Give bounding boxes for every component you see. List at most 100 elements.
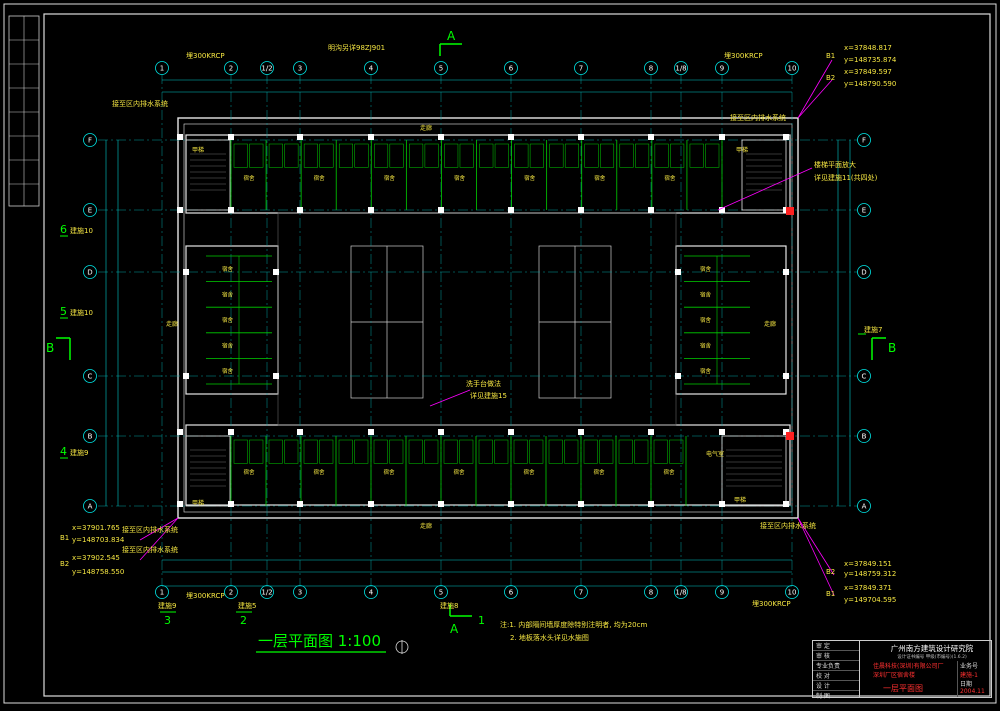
svg-text:1/8: 1/8 <box>675 589 686 597</box>
axis-bubble: 1 <box>155 585 169 599</box>
svg-text:埋300KRCP: 埋300KRCP <box>186 51 225 60</box>
room-label: 宿舍 <box>222 342 234 350</box>
room-label: 宿舍 <box>384 174 396 182</box>
svg-text:接至区内排水系统: 接至区内排水系统 <box>760 521 816 530</box>
column <box>228 501 234 507</box>
axis-bubble: 1/8 <box>674 61 688 75</box>
axis-bubble: 5 <box>434 61 448 75</box>
bathroom <box>479 143 494 168</box>
svg-text:B1: B1 <box>826 52 835 60</box>
column <box>578 429 584 435</box>
room-label: 甲梯 <box>736 146 748 154</box>
svg-text:3: 3 <box>298 589 302 597</box>
bathroom <box>584 143 599 168</box>
axis-bubble: C <box>83 369 97 383</box>
room-label: 宿舍 <box>700 290 712 298</box>
room-label: 宿舍 <box>664 468 676 476</box>
svg-text:注:1. 内部隔间墙厚度除特别注明者, 均为20cm: 注:1. 内部隔间墙厚度除特别注明者, 均为20cm <box>500 620 647 629</box>
svg-text:x=37849.597: x=37849.597 <box>844 68 892 76</box>
axis-bubble: 7 <box>574 61 588 75</box>
stair <box>185 435 231 507</box>
bathroom <box>389 143 404 168</box>
room-label: 宿舍 <box>524 174 536 182</box>
bathroom <box>548 439 563 464</box>
column <box>578 134 584 140</box>
svg-text:D: D <box>87 269 92 277</box>
column <box>177 429 183 435</box>
axis-bubble: D <box>83 265 97 279</box>
callouts: 埋300KRCP 埋300KRCP 埋300KRCP 埋300KRCP 明沟另详… <box>112 43 878 608</box>
structural-columns <box>177 134 789 507</box>
column <box>438 429 444 435</box>
courtyard-courts <box>350 245 612 399</box>
room-label: 宿舍 <box>244 468 256 476</box>
bathroom <box>670 143 685 168</box>
bathroom <box>494 439 509 464</box>
bathroom <box>618 439 633 464</box>
binding-strip <box>8 15 40 207</box>
svg-text:建施9: 建施9 <box>158 601 176 610</box>
room-label: 宿舍 <box>700 367 712 375</box>
room-label: 宿舍 <box>700 342 712 350</box>
column <box>578 207 584 213</box>
bathroom <box>319 143 334 168</box>
bathroom <box>513 439 528 464</box>
column <box>297 134 303 140</box>
section-mark-a-bottom: A <box>449 604 472 636</box>
column <box>368 429 374 435</box>
column <box>177 207 183 213</box>
axis-bubble: 6 <box>504 585 518 599</box>
bathroom <box>374 143 389 168</box>
column <box>508 429 514 435</box>
column <box>719 134 725 140</box>
svg-text:B: B <box>862 433 867 441</box>
axis-bubble: 4 <box>364 61 378 75</box>
axis-bubble: F <box>857 133 871 147</box>
bathroom <box>529 439 544 464</box>
svg-text:C: C <box>88 373 93 381</box>
svg-text:8: 8 <box>649 65 653 73</box>
bathroom <box>303 143 318 168</box>
axis-bubble: A <box>857 499 871 513</box>
svg-text:B1: B1 <box>60 534 69 542</box>
column <box>438 501 444 507</box>
bathroom <box>669 439 684 464</box>
svg-text:2: 2 <box>229 589 233 597</box>
svg-text:10: 10 <box>788 589 797 597</box>
tb-project: 佳晨科技(深圳)有限公司厂 <box>873 663 944 670</box>
axis-bubble: C <box>857 369 871 383</box>
section-mark-b-left: B <box>46 337 71 360</box>
drawing-title: 一层平面图 1:100 <box>256 632 409 654</box>
red-marker <box>786 432 794 440</box>
svg-text:B2: B2 <box>826 74 835 82</box>
room-labels: 宿舍宿舍宿舍宿舍宿舍宿舍宿舍宿舍宿舍宿舍宿舍宿舍宿舍宿舍宿舍宿舍宿舍宿舍宿舍宿舍… <box>166 124 776 530</box>
drawing-notes: 注:1. 内部隔间墙厚度除特别注明者, 均为20cm 2. 地板落水头详见水施图 <box>500 620 647 642</box>
axis-bubble: 10 <box>785 61 799 75</box>
room-label: 甲梯 <box>192 499 204 507</box>
axis-bubble: 8 <box>644 585 658 599</box>
svg-text:x=37902.545: x=37902.545 <box>72 554 120 562</box>
svg-text:8: 8 <box>649 589 653 597</box>
svg-text:A: A <box>450 622 459 636</box>
axis-bubble: 2 <box>224 585 238 599</box>
bathroom <box>373 439 388 464</box>
svg-text:C: C <box>862 373 867 381</box>
bathroom <box>583 439 598 464</box>
stair <box>185 139 231 211</box>
bathroom <box>409 143 424 168</box>
bathroom <box>319 439 334 464</box>
tb-label: 业务号 <box>960 663 979 670</box>
bathroom <box>408 439 423 464</box>
svg-text:埋300KRCP: 埋300KRCP <box>186 591 225 600</box>
bathroom <box>599 439 614 464</box>
axis-bubble: 5 <box>434 585 448 599</box>
room-label: 宿舍 <box>314 174 326 182</box>
tb-row: 制 图 <box>816 693 830 700</box>
svg-text:6: 6 <box>509 65 514 73</box>
tb-sheet-title: 一层平面图 <box>883 684 923 693</box>
svg-text:建施10: 建施10 <box>70 308 93 317</box>
svg-text:一层平面图 1:100: 一层平面图 1:100 <box>258 632 381 650</box>
column <box>368 207 374 213</box>
